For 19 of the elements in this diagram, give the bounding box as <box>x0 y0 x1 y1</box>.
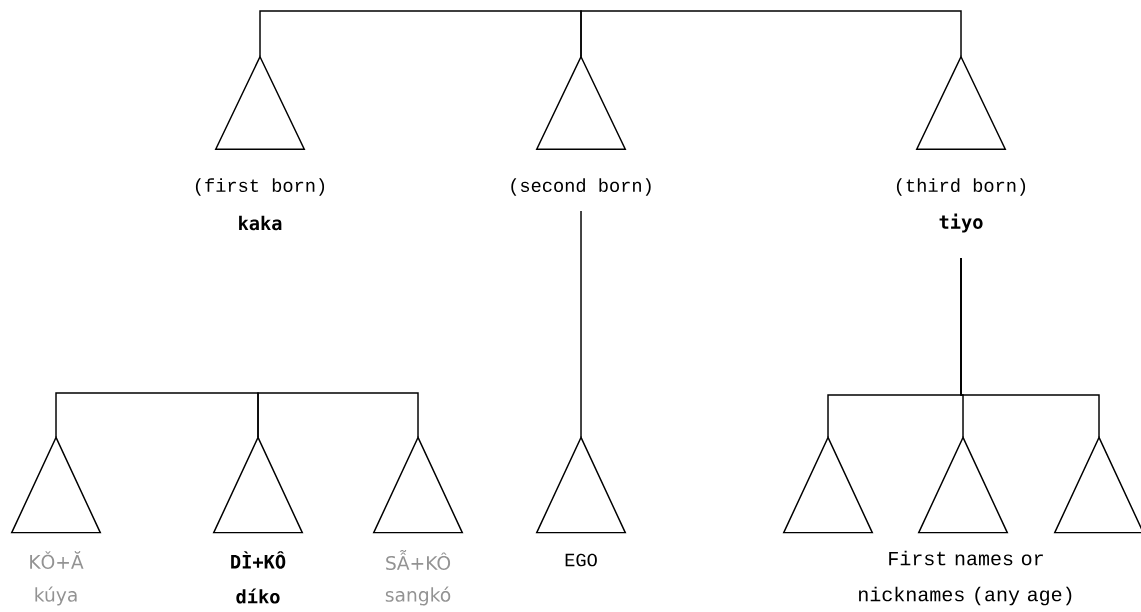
note-text: First names or nicknames (any age) <box>859 550 1072 606</box>
kin-term: EGO <box>565 553 597 567</box>
kinship-line <box>55 392 259 439</box>
kinship-line <box>259 10 582 58</box>
kin-term: díko <box>236 588 280 604</box>
kin-term: DÌ+KÔ <box>231 551 286 569</box>
kin-term: tiyo <box>939 213 983 233</box>
kin-term: SẪ+KÔ <box>386 550 451 570</box>
kin-term: (first born) <box>195 178 325 196</box>
kin-term: kúya <box>35 586 77 606</box>
kin-term: (second born) <box>511 178 651 196</box>
kin-term: KǑ+Ă <box>30 551 84 569</box>
kin-term: sangkó <box>385 586 451 606</box>
kinship-line <box>960 257 1100 439</box>
kinship-line <box>580 210 582 439</box>
kinship-line <box>580 10 962 58</box>
kin-term: kaka <box>239 215 282 231</box>
kin-term: (third born) <box>896 178 1026 196</box>
kinship-line <box>257 392 419 439</box>
